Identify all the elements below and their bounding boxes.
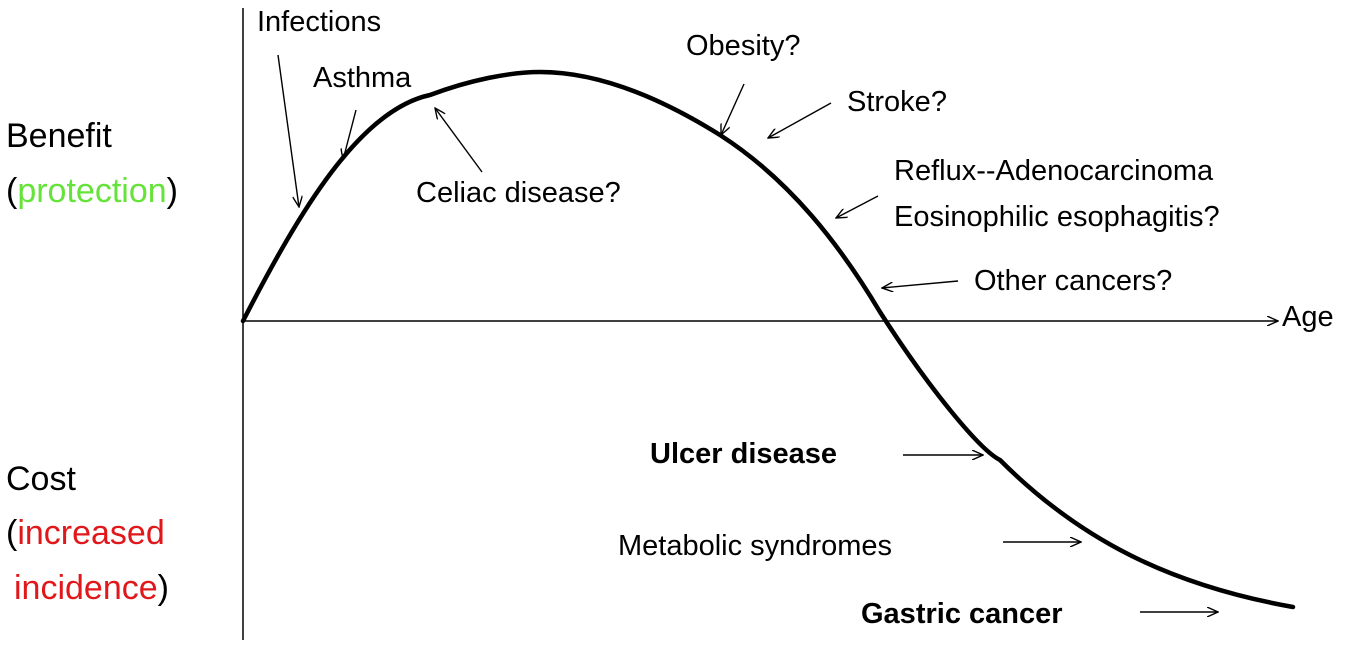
cost-subtitle-line2: incidence) — [14, 571, 169, 605]
benefit-subtitle: (protection) — [6, 174, 178, 208]
other-cancers-label: Other cancers? — [974, 265, 1173, 297]
incidence-word: incidence — [14, 569, 158, 607]
cost-title: Cost — [6, 460, 76, 498]
other-cancers-arrow — [882, 280, 959, 288]
benefit-open-paren: ( — [6, 172, 18, 210]
stroke-label: Stroke? — [847, 86, 947, 118]
obesity-label: Obesity? — [686, 30, 801, 62]
eosinophilic-label: Eosinophilic esophagitis? — [894, 201, 1220, 233]
reflux-label: Reflux--Adenocarcinoma — [894, 155, 1214, 187]
benefit-cost-curve — [240, 69, 1296, 610]
cost-subtitle-line1: (increased — [6, 516, 165, 550]
age-axis-label: Age — [1282, 301, 1334, 333]
asthma-arrow — [343, 109, 357, 160]
gastric-label: Gastric cancer — [861, 598, 1063, 630]
celiac-arrow — [435, 108, 483, 173]
infections-label: Infections — [257, 6, 382, 38]
ulcer-label: Ulcer disease — [650, 438, 838, 470]
increased-word: increased — [17, 514, 165, 552]
infections-arrow — [277, 54, 299, 207]
asthma-label: Asthma — [313, 62, 412, 94]
benefit-close-paren: ) — [166, 172, 178, 210]
reflux-arrow — [836, 195, 879, 218]
stroke-arrow — [768, 102, 832, 138]
celiac-label: Celiac disease? — [416, 177, 621, 209]
benefit-title: Benefit — [6, 117, 112, 155]
protection-word: protection — [17, 172, 167, 210]
obesity-arrow — [721, 83, 745, 135]
cost-close-paren: ) — [157, 569, 169, 607]
metabolic-label: Metabolic syndromes — [618, 530, 892, 562]
cost-open-paren: ( — [6, 514, 18, 552]
